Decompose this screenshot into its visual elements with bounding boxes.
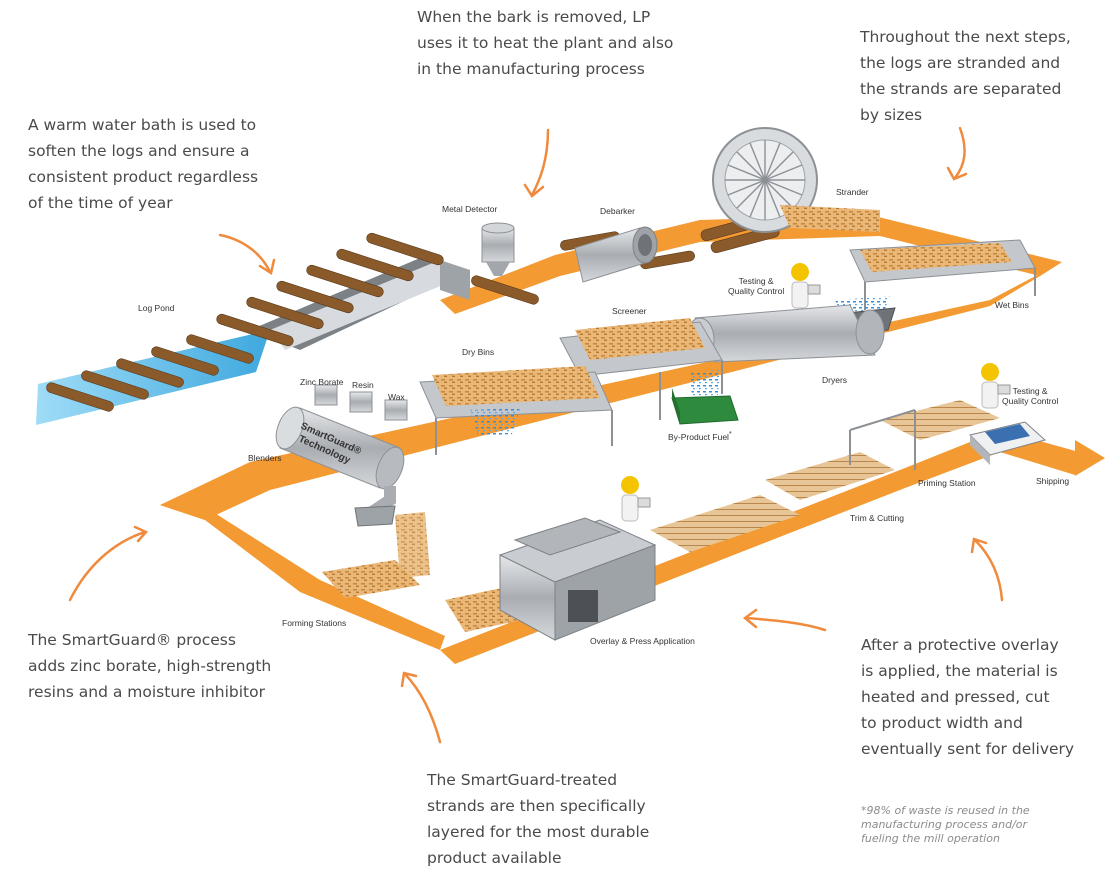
worker-3	[621, 476, 651, 522]
footnote: *98% of waste is reused in the manufactu…	[861, 804, 1030, 846]
arrow-smartguard	[68, 525, 149, 602]
callout-water: A warm water bath is used to soften the …	[28, 112, 258, 216]
label-testing-qc-2: Testing & Quality Control	[1002, 386, 1058, 406]
arrow-layered	[400, 671, 442, 744]
press	[498, 517, 657, 641]
worker-2	[981, 363, 1011, 409]
callout-line: resins and a moisture inhibitor	[28, 683, 265, 701]
worker-1	[791, 263, 821, 309]
footnote-line: fueling the mill operation	[861, 832, 1000, 845]
footnote-line: *98% of waste is reused in the	[861, 804, 1030, 817]
callout-line: eventually sent for delivery	[861, 740, 1075, 758]
arrow-overlay-up	[970, 537, 1004, 602]
label-dryers: Dryers	[822, 375, 848, 385]
callout-line: consistent product regardless	[28, 168, 259, 186]
callout-line: the logs are stranded and	[860, 54, 1061, 72]
screener	[559, 318, 723, 420]
callout-line: by sizes	[860, 106, 923, 124]
arrow-overlay-left	[742, 608, 827, 632]
boards	[650, 400, 1000, 552]
callout-line: strands are then specifically	[427, 797, 646, 815]
callout-overlay: After a protective overlay is applied, t…	[861, 632, 1074, 762]
label-dry-bins: Dry Bins	[462, 347, 495, 357]
strander	[712, 127, 880, 233]
label-byproduct-text: By-Product Fuel	[668, 431, 729, 442]
label-wet-bins: Wet Bins	[995, 300, 1029, 310]
label-debarker: Debarker	[600, 206, 635, 216]
label-quality-control: Quality Control	[728, 286, 785, 296]
label-testing-qc-1: Testing & Quality Control	[728, 276, 784, 296]
label-metal-detector: Metal Detector	[442, 204, 498, 214]
shipping-arrowhead	[1075, 440, 1105, 476]
priming-station	[969, 421, 1047, 465]
debarker	[574, 226, 658, 283]
label-trim-cutting: Trim & Cutting	[850, 513, 905, 523]
callout-line: the strands are separated	[860, 80, 1062, 98]
dry-bins	[419, 366, 613, 455]
callout-line: uses it to heat the plant and also	[417, 34, 674, 52]
callout-line: soften the logs and ensure a	[28, 142, 250, 160]
callout-line: of the time of year	[28, 194, 173, 212]
callout-line: in the manufacturing process	[417, 60, 645, 78]
worker-figures	[621, 263, 1011, 522]
arrow-strands	[946, 126, 968, 181]
arrow-water	[218, 233, 276, 276]
label-quality-control: Quality Control	[1002, 396, 1059, 406]
callout-bark: When the bark is removed, LP uses it to …	[417, 4, 673, 82]
label-screener: Screener	[612, 306, 647, 316]
label-zinc-borate: Zinc Borate	[300, 377, 344, 387]
callout-line: The SmartGuard-treated	[427, 771, 618, 789]
callout-line: heated and pressed, cut	[861, 688, 1050, 706]
callout-line: to product width and	[861, 714, 1023, 732]
label-overlay-press: Overlay & Press Application	[590, 636, 695, 646]
label-priming-station: Priming Station	[918, 478, 976, 488]
label-shipping: Shipping	[1036, 476, 1070, 486]
label-resin: Resin	[352, 380, 374, 390]
label-wax: Wax	[388, 392, 405, 402]
callout-line: adds zinc borate, high-strength	[28, 657, 272, 675]
metal-detector	[481, 222, 515, 276]
callout-arrows	[68, 126, 1004, 744]
callout-line: Throughout the next steps,	[860, 28, 1071, 46]
arrow-bark	[523, 128, 550, 198]
label-testing: Testing &	[738, 276, 774, 286]
label-log-pond: Log Pond	[138, 303, 175, 313]
byproduct-fuel-bin	[671, 388, 739, 425]
callout-smartguard: The SmartGuard® process adds zinc borate…	[28, 627, 271, 705]
callout-line: is applied, the material is	[861, 662, 1058, 680]
label-byproduct-fuel: By-Product Fuel*	[668, 430, 732, 442]
label-forming-stations: Forming Stations	[282, 618, 347, 628]
blender	[275, 384, 430, 578]
label-byproduct-mark: *	[728, 430, 732, 438]
callout-strands: Throughout the next steps, the logs are …	[860, 24, 1071, 128]
label-testing: Testing &	[1012, 386, 1048, 396]
callout-line: A warm water bath is used to	[28, 116, 257, 134]
callout-line: The SmartGuard® process	[28, 631, 236, 649]
callout-line: When the bark is removed, LP	[417, 8, 651, 26]
callout-layered: The SmartGuard-treated strands are then …	[427, 767, 649, 871]
label-blenders: Blenders	[248, 453, 282, 463]
footnote-line: manufacturing process and/or	[861, 818, 1028, 831]
label-strander: Strander	[836, 187, 869, 197]
callout-line: After a protective overlay	[861, 636, 1059, 654]
callout-line: layered for the most durable	[427, 823, 650, 841]
callout-line: product available	[427, 849, 562, 867]
